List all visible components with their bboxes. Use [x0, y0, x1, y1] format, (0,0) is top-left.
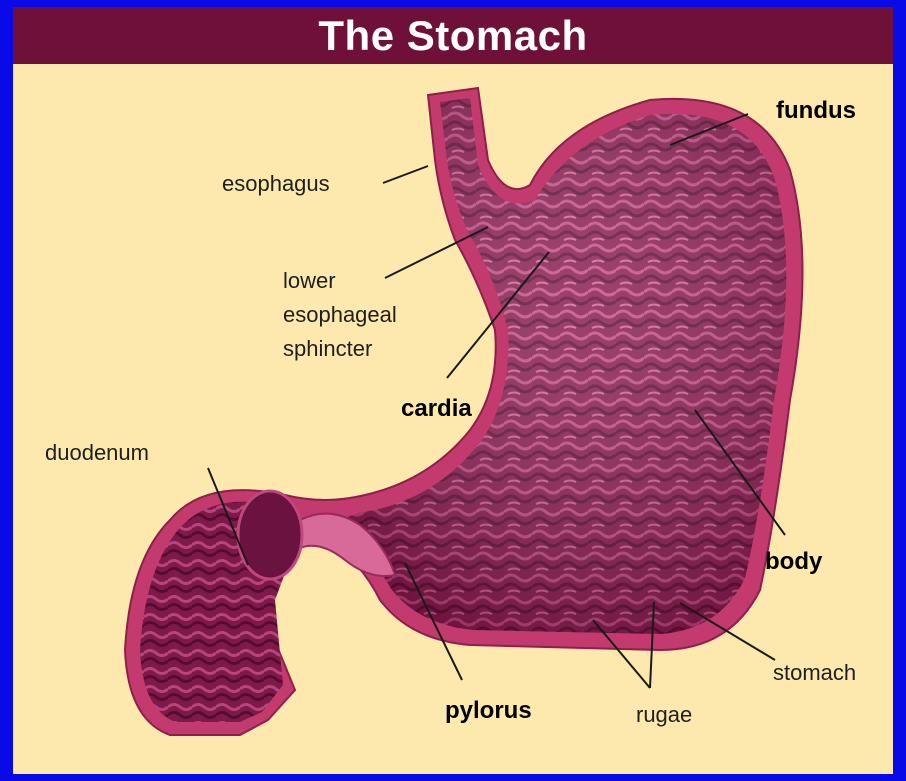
duodenum-opening — [238, 491, 302, 579]
label-stomach: stomach — [773, 660, 856, 685]
label-rugae: rugae — [636, 702, 692, 727]
label-esophagus: esophagus — [222, 171, 330, 196]
label-cardia: cardia — [401, 395, 472, 422]
label-pylorus: pylorus — [445, 697, 532, 724]
stomach-shading — [330, 98, 786, 634]
label-les-line2: esophageal — [283, 302, 397, 327]
label-les-line1: lower — [283, 268, 336, 293]
label-body: body — [765, 548, 823, 575]
esophagus-leader — [383, 166, 428, 183]
label-duodenum: duodenum — [45, 440, 149, 465]
label-fundus: fundus — [776, 97, 856, 124]
label-les-line3: sphincter — [283, 336, 372, 361]
